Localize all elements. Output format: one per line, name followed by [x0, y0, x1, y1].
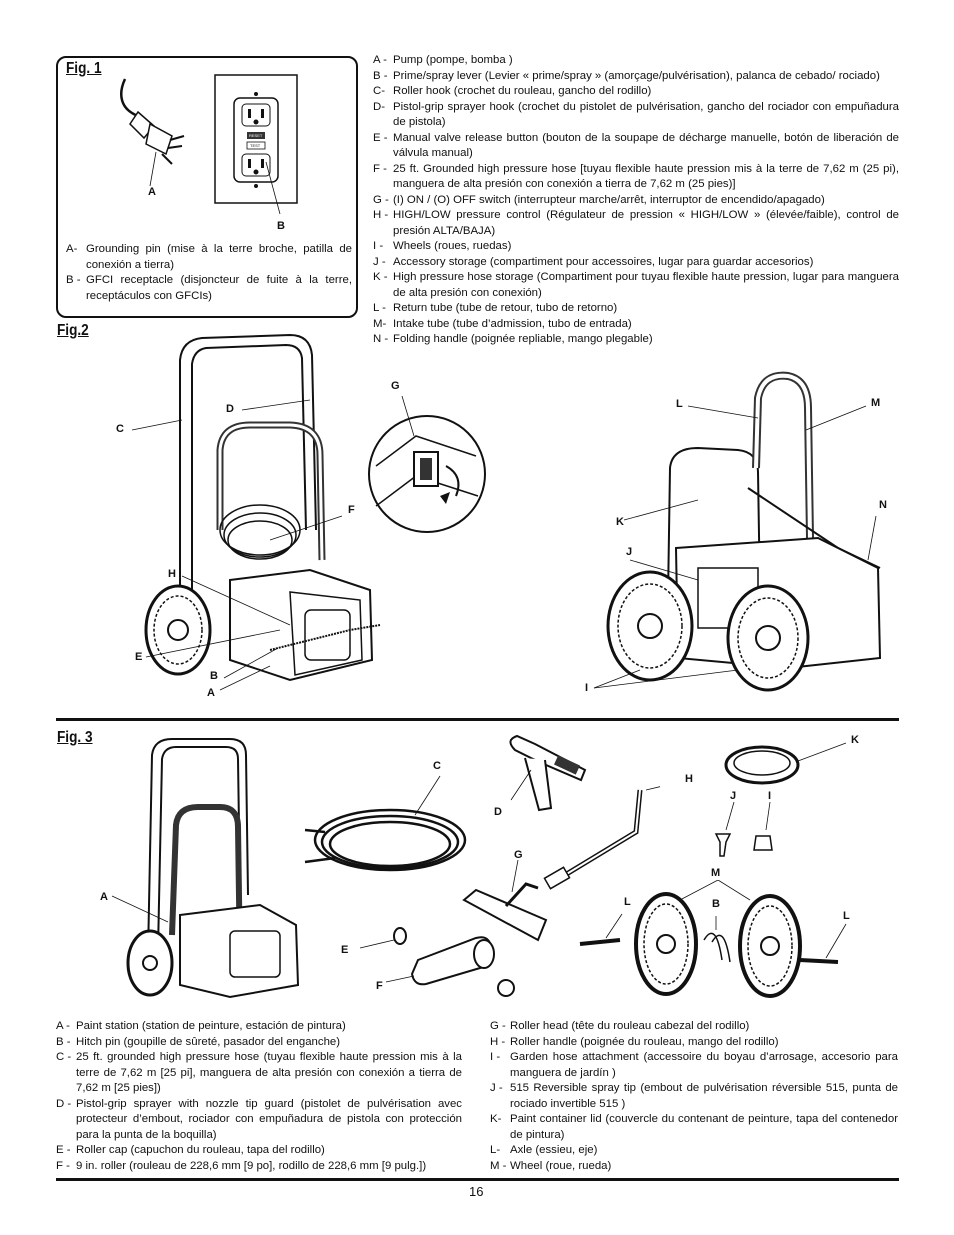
fig2-item-f: F -25 ft. Grounded high pressure hose [t…: [373, 162, 899, 191]
axle-right-drawing: [799, 923, 847, 964]
fig2-item-d: D-Pistol-grip sprayer hook (crochet du p…: [373, 100, 899, 129]
roller-and-cap-drawing: [359, 927, 515, 997]
fig3-item-i: I -Garden hose attachment (accessoire du…: [490, 1051, 898, 1079]
fig3-callout-m: M: [711, 867, 721, 879]
gfci-test-label: TEST: [250, 142, 261, 148]
fig2-item-g: G -(I) ON / (O) OFF switch (interrupteur…: [373, 193, 825, 206]
fig2-item-h: H -HIGH/LOW pressure control (Régulateur…: [373, 209, 899, 237]
roller-handle-drawing: [543, 786, 660, 890]
fig2-callout-l: L: [676, 398, 683, 410]
fig2-item-i: I -Wheels (roues, ruedas): [373, 240, 512, 252]
fig3-parts-list-left: A -Paint station (station de peinture, e…: [56, 1019, 462, 1174]
fig2-item-c: C-Roller hook (crochet du rouleau, ganch…: [373, 85, 652, 97]
fig3-callout-f: F: [376, 980, 383, 992]
fig3-item-g: G -Roller head (tête du rouleau cabezal …: [490, 1020, 750, 1032]
fig3-callout-d: D: [494, 806, 502, 818]
fig2-callout-a: A: [207, 687, 215, 699]
fig2-callout-m: M: [871, 397, 881, 409]
fig3-item-f: F -9 in. roller (rouleau de 228,6 mm [9 …: [56, 1159, 427, 1172]
gfci-receptacle-drawing: [214, 74, 298, 204]
roller-head-drawing: [462, 860, 548, 942]
fig1-item-a: A-Grounding pin (mise à la terre broche,…: [66, 243, 352, 271]
fig2-callout-i: I: [585, 682, 589, 694]
axle-left-drawing: [579, 913, 623, 946]
fig1-leader-b: [265, 161, 281, 215]
fig2-left-leaders: [131, 399, 343, 691]
fig1-box: [56, 56, 358, 318]
fig3-callout-j: J: [730, 790, 737, 802]
fig1-callout-b: B: [277, 220, 285, 232]
fig2-callout-f: F: [348, 504, 355, 516]
fig2-callout-h: H: [168, 568, 176, 580]
fig3-item-e: E -Roller cap (capuchon du rouleau, tapa…: [56, 1144, 325, 1156]
fig3-callout-i: I: [768, 790, 772, 802]
fig2-callout-g: G: [391, 380, 400, 392]
fig3-callout-b: B: [712, 898, 720, 910]
fig2-callout-c: C: [116, 423, 124, 435]
high-pressure-hose-drawing: [304, 775, 467, 872]
fig2-callout-j: J: [626, 546, 633, 558]
fig3-parts-list-right: G -Roller head (tête du rouleau cabezal …: [490, 1019, 898, 1174]
fig1-callout-a: A: [148, 186, 156, 198]
fig3-title: Fig. 3: [57, 729, 93, 746]
fig3-callout-a: A: [100, 891, 108, 903]
fig2-callout-e: E: [135, 651, 143, 663]
page-number: 16: [469, 1184, 484, 1199]
wheels-drawing: [634, 880, 802, 998]
grounding-plug-drawing: [120, 78, 185, 187]
fig3-callout-h: H: [685, 773, 693, 785]
fig3-callout-k: K: [851, 734, 859, 746]
fig2-callout-k: K: [616, 516, 624, 528]
fig2-item-j: J -Accessory storage (compartiment pour …: [373, 255, 814, 268]
fig3-callout-g: G: [514, 849, 523, 861]
fig3-item-a: A -Paint station (station de peinture, e…: [56, 1020, 346, 1032]
fig2-right-leaders: [593, 405, 877, 689]
fig3-callout-e: E: [341, 944, 349, 956]
fig3-item-l: L-Axle (essieu, eje): [490, 1144, 598, 1156]
fig1-item-b: B -GFCI receptacle (disjoncteur de fuite…: [66, 274, 352, 302]
paint-container-lid-drawing: [724, 742, 847, 785]
fig3-callout-l-left: L: [624, 896, 631, 908]
fig2-item-k: K -High pressure hose storage (Compartim…: [373, 271, 899, 299]
fig2-callout-d: D: [226, 403, 234, 415]
fig2-callout-b: B: [210, 670, 218, 682]
fig2-item-m: M-Intake tube (tube d’admission, tubo de…: [373, 317, 632, 330]
pistol-grip-sprayer-drawing: [509, 734, 587, 812]
footer-rule: [56, 1178, 899, 1181]
fig3-item-h: H -Roller handle (poignée du rouleau, ma…: [490, 1035, 779, 1048]
fig3-callout-l-right: L: [843, 910, 850, 922]
fig3-item-d: D -Pistol-grip sprayer with nozzle tip g…: [56, 1097, 462, 1141]
fig2-title: Fig.2: [57, 322, 89, 339]
fig2-item-l: L -Return tube (tube de retour, tubo de …: [373, 302, 618, 314]
on-off-switch-inset-drawing: [368, 396, 486, 533]
fig3-item-m: M -Wheel (roue, rueda): [490, 1159, 612, 1172]
fig3-item-k: K-Paint container lid (couvercle du cont…: [490, 1113, 898, 1141]
fig3-item-c: C -25 ft. grounded high pressure hose (t…: [56, 1051, 462, 1094]
paint-station-front-drawing: [144, 333, 381, 682]
paint-station-assembled-drawing: [126, 738, 300, 999]
fig3-item-b: B -Hitch pin (goupille de sûreté, pasado…: [56, 1035, 341, 1048]
fig2-item-e: E -Manual valve release button (bouton d…: [373, 131, 899, 160]
fig3-callout-c: C: [433, 760, 441, 772]
fig3-leader-a: [111, 895, 169, 923]
fig2-item-b: B -Prime/spray lever (Levier « prime/spr…: [373, 69, 880, 82]
fig3-item-j: J -515 Reversible spray tip (embout de p…: [490, 1082, 898, 1110]
gfci-reset-label: RESET: [249, 132, 263, 138]
fig2-callout-n: N: [879, 499, 887, 511]
paint-station-back-drawing: [606, 371, 882, 692]
section-divider: [56, 718, 899, 721]
spray-tip-and-garden-hose-attachment-drawing: [714, 801, 773, 857]
fig2-item-a: A -Pump (pompe, bomba ): [373, 54, 513, 66]
fig1-title: Fig. 1: [66, 60, 102, 77]
fig2-item-n: N -Folding handle (poignée repliable, ma…: [373, 333, 653, 345]
fig2-parts-list: A -Pump (pompe, bomba ) B -Prime/spray l…: [373, 53, 899, 348]
